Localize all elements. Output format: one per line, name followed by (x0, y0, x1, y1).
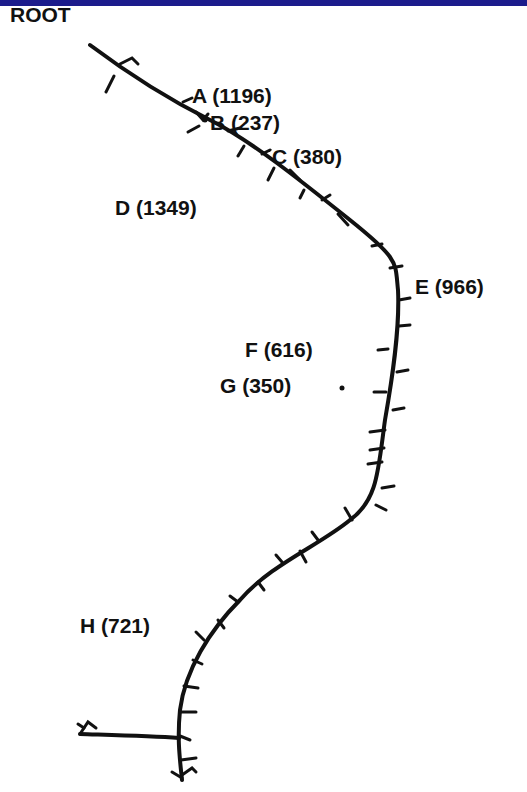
callout-label: F (616) (245, 339, 313, 361)
callout-label: E (966) (415, 276, 484, 298)
callout-label: G (350) (220, 375, 291, 397)
callout-label: B (237) (210, 112, 280, 134)
callout-label: H (721) (80, 615, 150, 637)
callout-label: C (380) (272, 146, 342, 168)
root-label: ROOT (10, 4, 71, 26)
callout-label: D (1349) (115, 197, 197, 219)
callout-label: A (1196) (192, 85, 272, 107)
header-bar (0, 0, 527, 6)
